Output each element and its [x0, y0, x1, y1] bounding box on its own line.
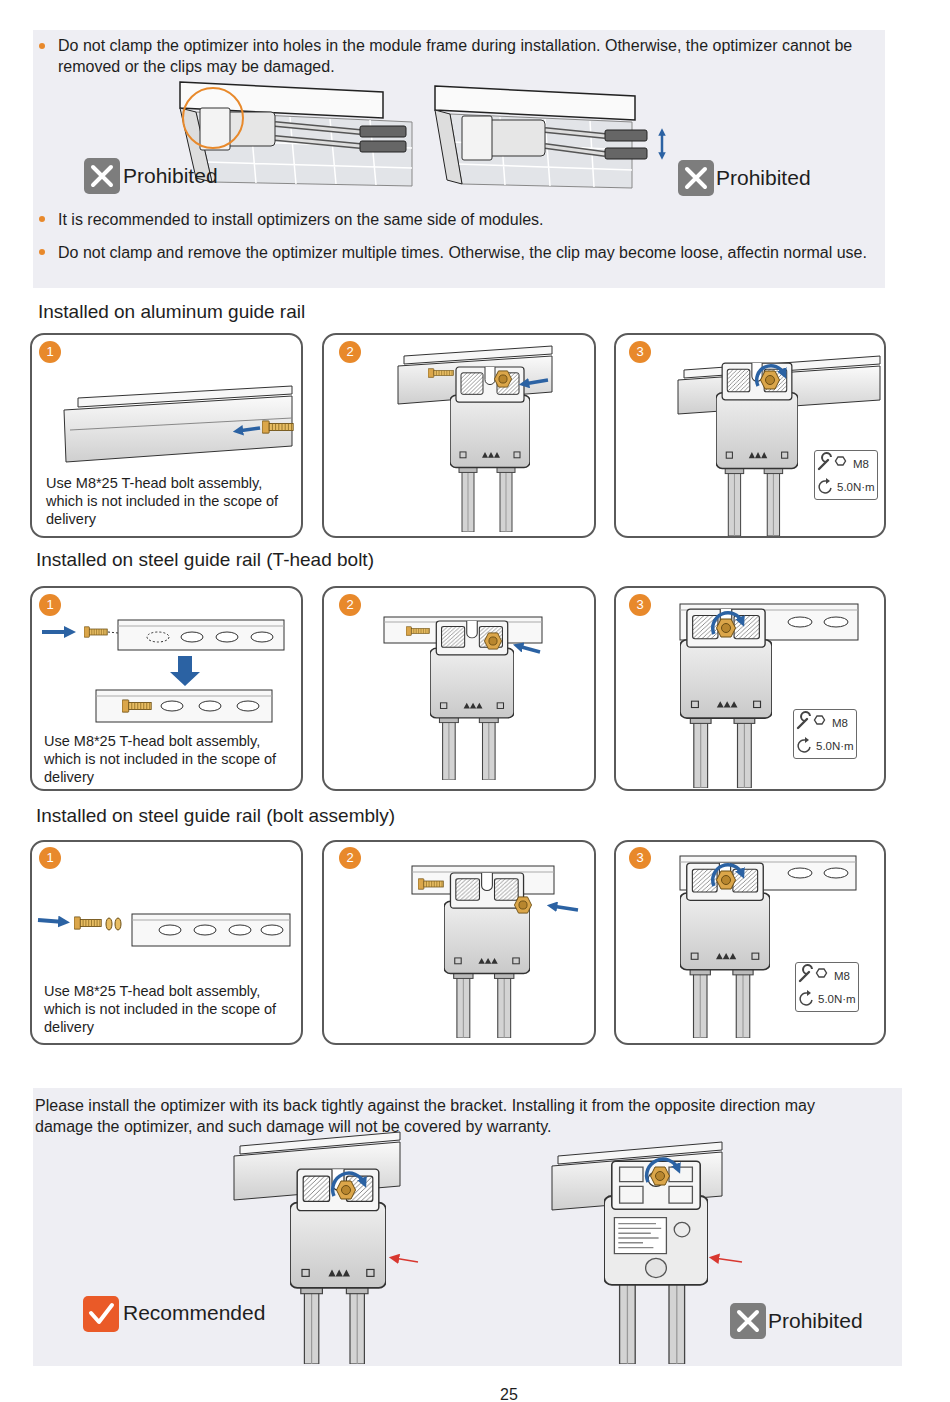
step-panel: 1Use M8*25 T-head bolt assembly, which i… — [30, 333, 303, 538]
steel-rail-tbolt-step3 — [680, 604, 858, 788]
bullet-text: Do not clamp and remove the optimizer mu… — [58, 242, 873, 263]
step-panel: 3M8 5.0N·m — [614, 586, 886, 791]
torque-spec-box: M8 5.0N·m — [795, 962, 859, 1012]
torque-spec: 5.0N·m — [837, 480, 875, 494]
callout-number: 2 — [339, 847, 361, 869]
page-number: 25 — [496, 1385, 522, 1402]
warning-text: Please install the optimizer with its ba… — [35, 1095, 860, 1137]
prohibited-icon — [678, 160, 714, 196]
steel-rail-bolt-step3 — [680, 856, 856, 1038]
aluminum-rail-step3 — [678, 356, 880, 536]
bullet-text: It is recommended to install optimizers … — [58, 209, 873, 230]
note-panel-ground — [33, 1088, 902, 1366]
badge-label: Prohibited — [716, 165, 811, 191]
note-text: Use M8*25 T-head bolt assembly, which is… — [44, 982, 284, 1036]
section-heading: Installed on aluminum guide rail — [38, 300, 305, 324]
callout-number: 3 — [629, 847, 651, 869]
steel-rail-bolt-step2 — [412, 866, 578, 1038]
section-heading: Installed on steel guide rail (bolt asse… — [36, 804, 395, 828]
torque-spec: 5.0N·m — [818, 992, 856, 1006]
module-frame-clamp-illustration — [435, 86, 662, 188]
torque-spec: M8 — [853, 457, 869, 471]
step-panel: 2 — [322, 840, 596, 1045]
torque-spec: M8 — [832, 716, 848, 730]
torque-spec: M8 — [834, 969, 850, 983]
badge-label: Recommended — [123, 1300, 265, 1326]
callout-number: 2 — [339, 341, 361, 363]
torque-spec-box: M8 5.0N·m — [793, 709, 857, 759]
callout-number: 1 — [39, 341, 61, 363]
step-panel: 2 — [322, 586, 596, 791]
bullet-text: Do not clamp the optimizer into holes in… — [58, 35, 873, 77]
torque-spec: 5.0N·m — [816, 739, 854, 753]
prohibited-icon — [730, 1303, 766, 1339]
note-text: Use M8*25 T-head bolt assembly, which is… — [46, 474, 286, 528]
aluminum-rail-step1 — [64, 386, 293, 462]
step-panel: 2 — [322, 333, 596, 538]
prohibited-icon — [84, 158, 120, 194]
badge-label: Prohibited — [768, 1308, 863, 1334]
step-panel: 1Use M8*25 T-head bolt assembly, which i… — [30, 586, 303, 791]
section-heading: Installed on steel guide rail (T-head bo… — [36, 548, 374, 572]
step-panel: 3M8 5.0N·m — [614, 840, 886, 1045]
note-text: Use M8*25 T-head bolt assembly, which is… — [44, 732, 284, 786]
note-panel: Do not clamp the optimizer into holes in… — [33, 30, 885, 288]
recommended-icon — [83, 1296, 119, 1332]
aluminum-rail-step2 — [398, 346, 552, 532]
callout-number: 3 — [629, 594, 651, 616]
step-panel: 3M8 5.0N·m — [614, 333, 886, 538]
step-panel: 1Use M8*25 T-head bolt assembly, which i… — [30, 840, 303, 1045]
prohibited-orientation-illustration — [552, 1142, 742, 1364]
bullet-dots — [39, 43, 45, 255]
recommended-orientation-illustration — [234, 1132, 418, 1364]
steel-rail-tbolt-step1 — [42, 620, 284, 722]
callout-number: 2 — [339, 594, 361, 616]
badge-label: Prohibited — [123, 163, 218, 189]
callout-number: 1 — [39, 594, 61, 616]
callout-number: 3 — [629, 341, 651, 363]
steel-rail-bolt-step1 — [38, 914, 290, 946]
note-panel-ground — [33, 30, 885, 288]
callout-number: 1 — [39, 847, 61, 869]
torque-spec-box: M8 5.0N·m — [814, 450, 878, 500]
steel-rail-tbolt-step2 — [384, 617, 542, 780]
